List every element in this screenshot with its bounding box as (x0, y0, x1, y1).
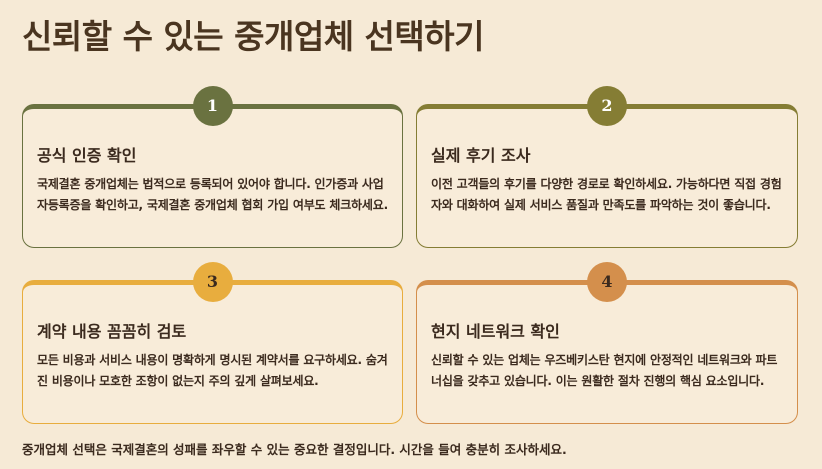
card-description: 모든 비용과 서비스 내용이 명확하게 명시된 계약서를 요구하세요. 숨겨진 … (37, 353, 388, 388)
card-title: 현지 네트워크 확인 (431, 322, 560, 341)
card-description: 신뢰할 수 있는 업체는 우즈베키스탄 현지에 안정적인 네트워크와 파트너십을… (431, 353, 778, 388)
card-description: 이전 고객들의 후기를 다양한 경로로 확인하세요. 가능하다면 직접 경험자와… (431, 177, 782, 212)
card-title: 계약 내용 꼼꼼히 검토 (37, 322, 187, 341)
card-official-certification: 1 공식 인증 확인 국제결혼 중개업체는 법적으로 등록되어 있어야 합니다.… (22, 86, 403, 248)
page-title: 신뢰할 수 있는 중개업체 선택하기 (22, 17, 485, 56)
card-title: 공식 인증 확인 (37, 146, 137, 165)
card-contract-review: 3 계약 내용 꼼꼼히 검토 모든 비용과 서비스 내용이 명확하게 명시된 계… (22, 262, 403, 424)
step-number-badge: 4 (587, 262, 627, 302)
footer-note: 중개업체 선택은 국제결혼의 성패를 좌우할 수 있는 중요한 결정입니다. 시… (22, 442, 567, 457)
card-real-reviews: 2 실제 후기 조사 이전 고객들의 후기를 다양한 경로로 확인하세요. 가능… (416, 86, 798, 248)
step-number-badge: 3 (192, 262, 233, 302)
card-description: 국제결혼 중개업체는 법적으로 등록되어 있어야 합니다. 인가증과 사업자등록… (37, 177, 388, 212)
step-number-badge: 2 (587, 86, 627, 126)
card-local-network: 4 현지 네트워크 확인 신뢰할 수 있는 업체는 우즈베키스탄 현지에 안정적… (416, 262, 798, 424)
card-title: 실제 후기 조사 (431, 146, 531, 165)
step-number-badge: 1 (192, 86, 233, 126)
